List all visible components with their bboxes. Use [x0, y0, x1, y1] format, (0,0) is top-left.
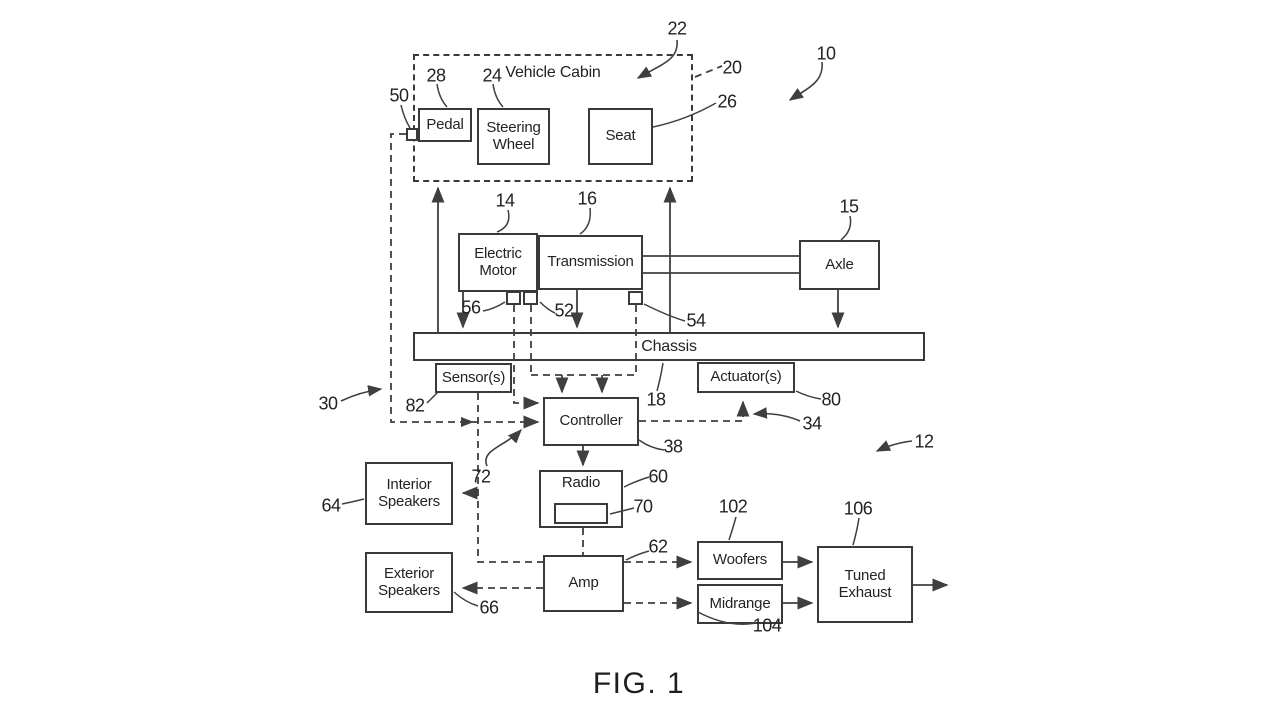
vehicle-cabin-label: Vehicle Cabin — [505, 64, 601, 81]
ref-28: 28 — [426, 65, 446, 86]
ref-18: 18 — [646, 389, 666, 410]
ref-82: 82 — [405, 395, 425, 416]
figure-caption: FIG. 1 — [592, 667, 686, 700]
chassis-box: Chassis — [413, 332, 925, 361]
radio-box: Radio — [539, 470, 623, 528]
ref-70: 70 — [633, 496, 653, 517]
ref-104: 104 — [752, 615, 782, 636]
ref-62: 62 — [648, 536, 668, 557]
ref-102: 102 — [718, 496, 748, 517]
ref-34: 34 — [802, 413, 822, 434]
ref-50: 50 — [389, 85, 409, 106]
transmission-sensor-box-54 — [628, 291, 643, 305]
ref-24: 24 — [482, 65, 502, 86]
radio-inner-box-70 — [554, 503, 608, 524]
seat-box: Seat — [588, 108, 653, 165]
sensors-box: Sensor(s) — [435, 363, 512, 393]
ref-66: 66 — [479, 597, 499, 618]
interior-speakers-box: Interior Speakers — [365, 462, 453, 525]
ref-26: 26 — [717, 91, 737, 112]
ref-60: 60 — [648, 466, 668, 487]
mid-arrowhead — [461, 417, 474, 427]
ref-52: 52 — [554, 300, 574, 321]
ref-15: 15 — [839, 196, 859, 217]
controller-box: Controller — [543, 397, 639, 446]
radio-label: Radio — [561, 474, 601, 491]
ref-106: 106 — [843, 498, 873, 519]
ref-22: 22 — [667, 18, 687, 39]
actuators-box: Actuator(s) — [697, 362, 795, 393]
ref-16: 16 — [577, 188, 597, 209]
ref-72: 72 — [471, 466, 491, 487]
ref-54: 54 — [686, 310, 706, 331]
electric-motor-box: Electric Motor — [458, 233, 538, 292]
ref-20: 20 — [722, 57, 742, 78]
ref-30: 30 — [318, 393, 338, 414]
ref-10: 10 — [816, 43, 836, 64]
amp-box: Amp — [543, 555, 624, 612]
ref-38: 38 — [663, 436, 683, 457]
ref-80: 80 — [821, 389, 841, 410]
motor-sensor-box-52 — [523, 291, 538, 305]
pedal-sensor-box-50 — [406, 128, 418, 141]
tuned-exhaust-box: Tuned Exhaust — [817, 546, 913, 623]
axle-box: Axle — [799, 240, 880, 290]
transmission-box: Transmission — [538, 235, 643, 290]
ref-56: 56 — [461, 297, 481, 318]
ref-64: 64 — [321, 495, 341, 516]
motor-sensor-box-56 — [506, 291, 521, 305]
woofers-box: Woofers — [697, 541, 783, 580]
exterior-speakers-box: Exterior Speakers — [365, 552, 453, 613]
ref-12: 12 — [914, 431, 934, 452]
pedal-box: Pedal — [418, 108, 472, 142]
ref-14: 14 — [495, 190, 515, 211]
steering-wheel-box: Steering Wheel — [477, 108, 550, 165]
